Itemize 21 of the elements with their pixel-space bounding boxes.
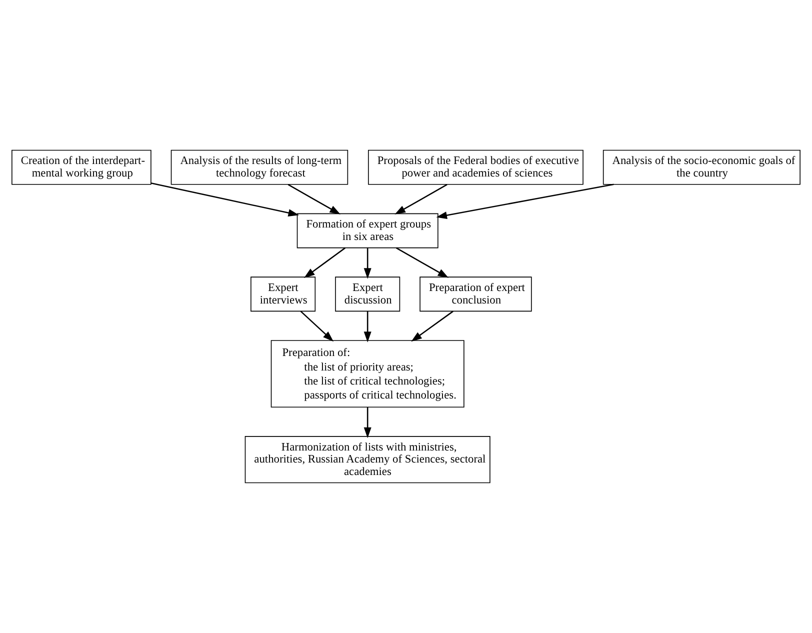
arrow <box>364 312 372 342</box>
node-box: Proposals of the Federal bodies of executive power and academies of sciences <box>368 150 584 185</box>
node-box: Preparation of: the list of priority areas; the list of critical technologies; passports of critical technologies. <box>270 340 464 408</box>
node-box: Expert discussion <box>335 276 400 312</box>
node-box: Analysis of the results of long-term technology forecast <box>170 150 348 185</box>
arrow <box>396 247 449 278</box>
arrow <box>150 182 300 217</box>
arrow <box>304 247 346 278</box>
node-box: Creation of the interdepart- mental working group <box>12 150 152 185</box>
node-box: Expert interviews <box>250 276 316 312</box>
arrow <box>394 184 448 214</box>
arrow <box>364 407 372 438</box>
node-box: Harmonization of lists with ministries, authorities, Russian Academy of Sciences, sectoral academies <box>244 436 490 484</box>
arrow <box>436 184 614 219</box>
arrow <box>364 248 372 279</box>
arrow <box>411 310 454 342</box>
node-box: Preparation of expert conclusion <box>420 276 532 312</box>
node-box: Formation of expert groups in six areas <box>296 213 438 248</box>
arrow <box>300 310 334 342</box>
node-box: Analysis of the socio-economic goals of the country <box>602 150 800 185</box>
arrow <box>288 184 340 214</box>
